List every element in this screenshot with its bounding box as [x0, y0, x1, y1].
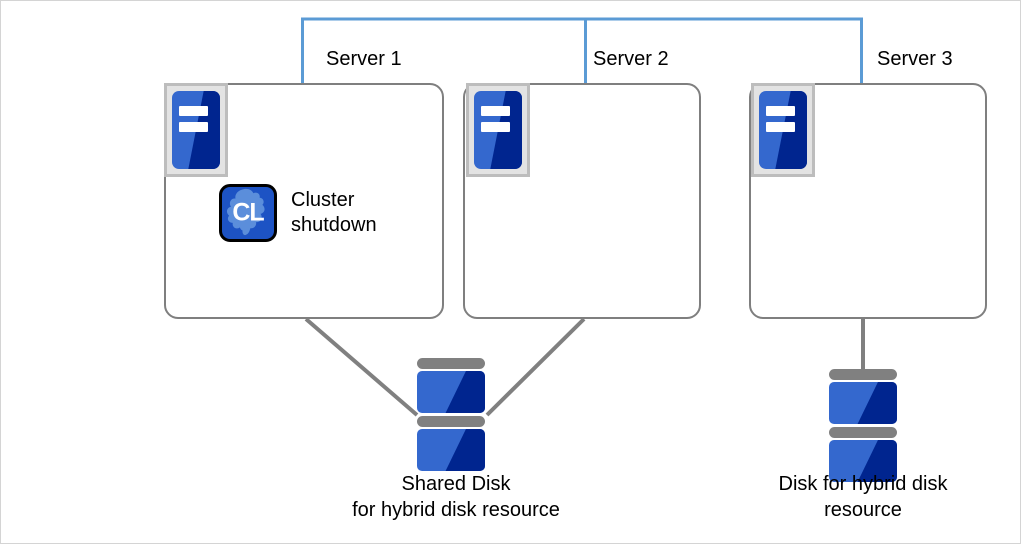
shared-disk-icon[interactable] [417, 358, 485, 471]
server-label-3: Server 3 [877, 48, 953, 70]
server-icon-body [474, 91, 522, 169]
server-label-1: Server 1 [326, 48, 402, 70]
disk-bar [829, 427, 897, 438]
server-label-2: Server 2 [593, 48, 669, 70]
disk-platter [417, 429, 485, 471]
server-icon-bar [178, 122, 209, 133]
disk-platter [417, 371, 485, 413]
disk-platter [829, 382, 897, 424]
disk-bar [829, 369, 897, 380]
server-icon [466, 83, 530, 177]
disk-platter [829, 440, 897, 482]
server-box-1[interactable] [164, 83, 444, 319]
server-icon-bar [178, 105, 209, 116]
server3-disk-caption-line1: Disk for hybrid disk [778, 473, 948, 495]
server3-disk-icon[interactable] [829, 369, 897, 482]
server-icon-body [759, 91, 807, 169]
cluster-icon-label: CL [232, 198, 264, 227]
server-icon-bar [480, 122, 511, 133]
cluster-cl-icon: CL [219, 184, 277, 242]
shared-disk-caption: Shared Disk for hybrid disk resource [331, 471, 581, 523]
server-icon [164, 83, 228, 177]
server-icon-body [172, 91, 220, 169]
cluster-shutdown-label: Cluster shutdown [291, 188, 377, 238]
server-icon-bar [765, 122, 796, 133]
cluster-splash-icon [226, 188, 265, 236]
disk-bar [417, 358, 485, 369]
cluster-shutdown-line2: shutdown [291, 214, 377, 236]
server-icon-bar [765, 105, 796, 116]
server-box-3[interactable] [749, 83, 987, 319]
disk-bar [417, 416, 485, 427]
cluster-shutdown-item[interactable]: CL Cluster shutdown [219, 184, 377, 242]
server3-disk-caption-line2: resource [824, 499, 902, 521]
shared-disk-caption-line2: for hybrid disk resource [352, 499, 560, 521]
shared-disk-caption-line1: Shared Disk [401, 473, 511, 495]
cluster-shutdown-line1: Cluster [291, 189, 355, 211]
server-icon [751, 83, 815, 177]
server3-disk-caption: Disk for hybrid disk resource [743, 471, 983, 523]
server-icon-bar [480, 105, 511, 116]
